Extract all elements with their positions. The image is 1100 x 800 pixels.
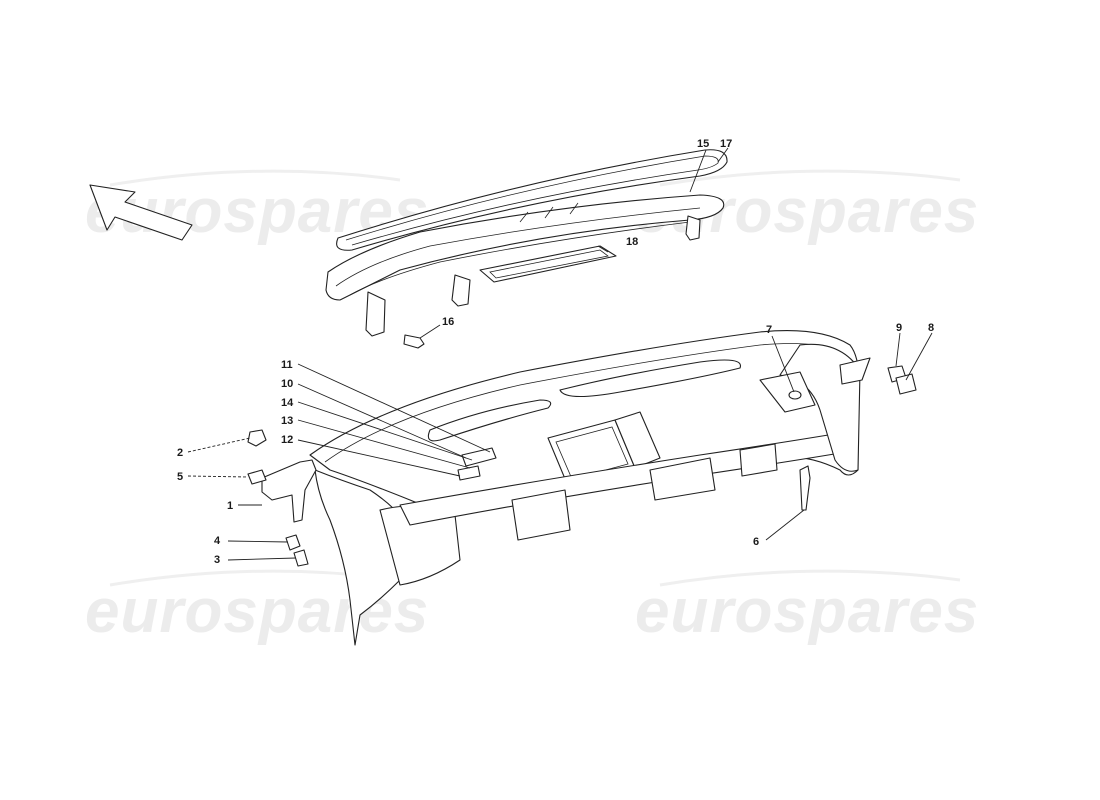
watermark-swoosh — [109, 169, 401, 187]
bracket-center — [451, 274, 471, 307]
callout-17: 17 — [720, 138, 732, 150]
bracket-right — [685, 215, 701, 241]
part-10-11 — [461, 447, 497, 467]
callout-3: 3 — [214, 554, 220, 566]
vent-grille — [479, 245, 617, 283]
callout-2: 2 — [177, 447, 183, 459]
leader-10 — [297, 383, 467, 459]
leader-16 — [419, 324, 441, 339]
callout-15: 15 — [697, 138, 709, 150]
fastener-7 — [788, 390, 802, 400]
callout-8: 8 — [928, 322, 934, 334]
callout-1: 1 — [227, 500, 233, 512]
watermark-bottom-right: eurospares — [635, 577, 979, 646]
leader-17 — [717, 147, 729, 163]
leader-12 — [297, 439, 461, 477]
callout-4: 4 — [214, 535, 221, 547]
callout-16: 16 — [442, 316, 454, 328]
screw-16 — [403, 334, 425, 349]
leader-18 — [597, 245, 609, 253]
leader-6 — [765, 509, 805, 541]
nut-8 — [895, 373, 917, 395]
screw-6 — [799, 465, 811, 511]
support-block — [739, 443, 778, 477]
front-direction-arrow-icon — [89, 184, 193, 241]
leader-2 — [187, 437, 251, 453]
callout-5: 5 — [177, 471, 183, 483]
leader-15 — [689, 149, 707, 193]
watermark-swoosh — [659, 169, 961, 187]
leader-lines — [187, 147, 933, 561]
left-mounting-bracket — [247, 365, 917, 567]
support-block — [511, 489, 571, 541]
leader-13 — [297, 419, 471, 469]
callout-9: 9 — [896, 322, 902, 334]
bracket-left — [365, 291, 386, 337]
leader-7 — [771, 335, 795, 393]
washer-4 — [285, 534, 301, 551]
callout-14: 14 — [281, 397, 294, 409]
screw-3 — [293, 549, 309, 567]
leader-4 — [227, 540, 289, 543]
callout-13: 13 — [281, 415, 293, 427]
watermark-swoosh — [659, 569, 961, 587]
callout-labels: 1 2 3 4 5 6 7 8 9 10 11 12 13 14 15 16 1… — [177, 138, 934, 566]
part-12-13 — [457, 465, 481, 481]
dashboard-top-trim — [325, 149, 728, 349]
leader-9 — [895, 332, 901, 367]
leader-8 — [905, 332, 933, 381]
support-block — [649, 457, 716, 501]
callout-10: 10 — [281, 378, 293, 390]
callout-18: 18 — [626, 236, 638, 248]
leader-3 — [227, 557, 297, 561]
leader-11 — [297, 363, 491, 453]
callout-6: 6 — [753, 536, 759, 548]
leader-5 — [187, 475, 249, 478]
callout-12: 12 — [281, 434, 293, 446]
clip-5 — [247, 469, 267, 485]
leader-14 — [297, 401, 473, 461]
nut-2 — [247, 429, 267, 447]
callout-7: 7 — [766, 324, 772, 336]
callout-11: 11 — [281, 359, 293, 371]
